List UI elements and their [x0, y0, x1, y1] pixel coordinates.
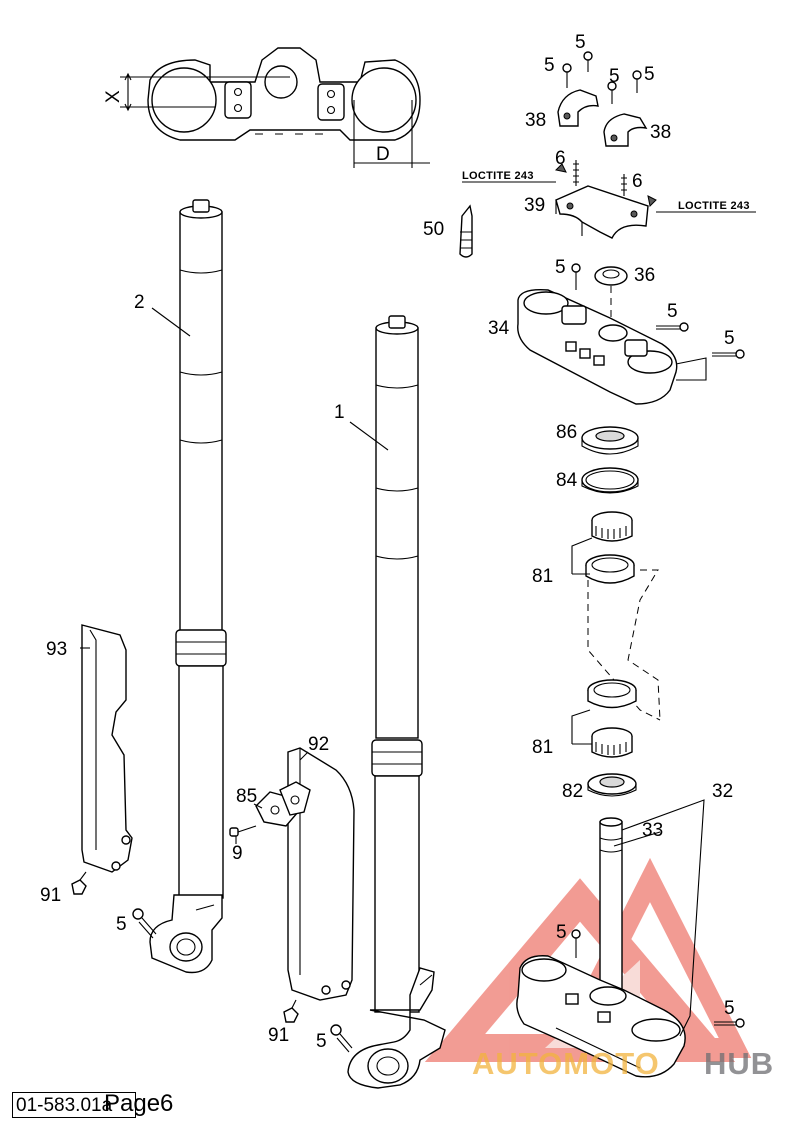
label-32: 32: [712, 781, 733, 802]
screw-5-top-d-icon: [632, 70, 642, 93]
label-6-b: 6: [632, 171, 643, 192]
fork-leg-right: [347, 315, 446, 1089]
screw-5-lower-clamp-icon: [571, 929, 581, 958]
label-91-left: 91: [40, 885, 61, 906]
loctite-bottle-icon: [459, 204, 473, 258]
label-81-upper: 81: [532, 566, 553, 587]
leader-32: [621, 799, 705, 1037]
label-5-a: 5: [575, 32, 586, 53]
label-85: 85: [236, 786, 257, 807]
screw-6-left-icon: [554, 160, 579, 186]
bearing-race-81-lower: [587, 679, 637, 709]
label-9: 9: [232, 843, 243, 864]
label-5-d: 5: [644, 64, 655, 85]
watermark-text-main: AUTOMOTO: [472, 1046, 660, 1081]
bearing-81-upper: [591, 511, 633, 542]
label-38-b: 38: [650, 122, 671, 143]
leader-92: [299, 751, 309, 761]
bracket-leader-upper: [675, 357, 707, 381]
label-6-a: 6: [555, 148, 566, 169]
dimension-d-label: D: [376, 144, 390, 165]
label-5-e: 5: [555, 257, 566, 278]
label-5-k: 5: [316, 1031, 327, 1052]
brake-line-clamp: [255, 781, 311, 827]
label-1: 1: [334, 402, 345, 423]
label-5-c: 5: [609, 66, 620, 87]
screw-5-top-b-icon: [562, 63, 572, 88]
steering-nut-36: [594, 266, 628, 318]
label-5-f: 5: [667, 301, 678, 322]
leader-33: [613, 831, 661, 847]
leader-85: [253, 803, 263, 809]
screw-91-right-icon: [283, 999, 299, 1023]
upper-triple-clamp: [517, 289, 678, 405]
bracket-leader-81-lower: [571, 709, 592, 745]
label-5-j: 5: [116, 914, 127, 935]
ring-84: [581, 467, 639, 494]
label-5-h: 5: [556, 922, 567, 943]
label-5-i: 5: [724, 998, 735, 1019]
label-5-b: 5: [544, 55, 555, 76]
screw-5-clamp-side-a-icon: [656, 322, 689, 332]
label-86: 86: [556, 422, 577, 443]
watermark-text-hub: HUB: [704, 1046, 774, 1081]
handlebar-clamp-b: [603, 113, 648, 147]
label-34: 34: [488, 318, 510, 339]
screw-5-upper-clamp-icon: [571, 263, 581, 290]
screw-5-right-icon: [330, 1024, 353, 1053]
screw-91-left-icon: [71, 871, 87, 895]
fork-leg-left: [149, 199, 227, 974]
clamp-top-view: [120, 47, 430, 168]
label-39: 39: [524, 195, 545, 216]
screw-5-clamp-side-b-icon: [712, 349, 745, 359]
loctite-label-left: LOCTITE 243: [462, 170, 534, 182]
page-number: Page6: [104, 1090, 174, 1117]
handlebar-clamp-a: [557, 89, 599, 127]
label-84: 84: [556, 470, 578, 491]
screw-5-left-icon: [132, 908, 157, 939]
label-93: 93: [46, 639, 67, 660]
dust-seal-86: [581, 426, 639, 455]
screw-5-top-c-icon: [607, 81, 617, 104]
screw-9-icon: [229, 825, 257, 837]
seal-82: [587, 773, 637, 797]
fork-guard-left: [81, 624, 133, 873]
label-92: 92: [308, 734, 329, 755]
lower-triple-clamp: [516, 955, 686, 1078]
label-91-right: 91: [268, 1025, 289, 1046]
bracket-leader-81-upper: [571, 537, 593, 575]
label-33: 33: [642, 820, 663, 841]
label-50: 50: [423, 219, 444, 240]
screw-6-right-icon: [621, 174, 657, 208]
steering-stem: [599, 817, 623, 991]
leader-2: [151, 307, 191, 337]
label-5-g: 5: [724, 328, 735, 349]
leader-1: [349, 421, 389, 451]
label-2: 2: [134, 292, 145, 313]
label-81-lower: 81: [532, 737, 553, 758]
label-36: 36: [634, 265, 655, 286]
dimension-x-label: X: [103, 90, 124, 103]
handlebar-bridge: [555, 185, 649, 239]
screw-5-lower-side-icon: [714, 1018, 745, 1028]
bearing-81-lower: [591, 727, 633, 758]
label-38-a: 38: [525, 110, 546, 131]
screw-5-top-a-icon: [583, 51, 593, 72]
drawing-code: 01-583.01a: [12, 1092, 136, 1118]
label-82: 82: [562, 781, 583, 802]
loctite-label-right: LOCTITE 243: [678, 200, 750, 212]
bearing-race-81-upper: [585, 554, 635, 584]
